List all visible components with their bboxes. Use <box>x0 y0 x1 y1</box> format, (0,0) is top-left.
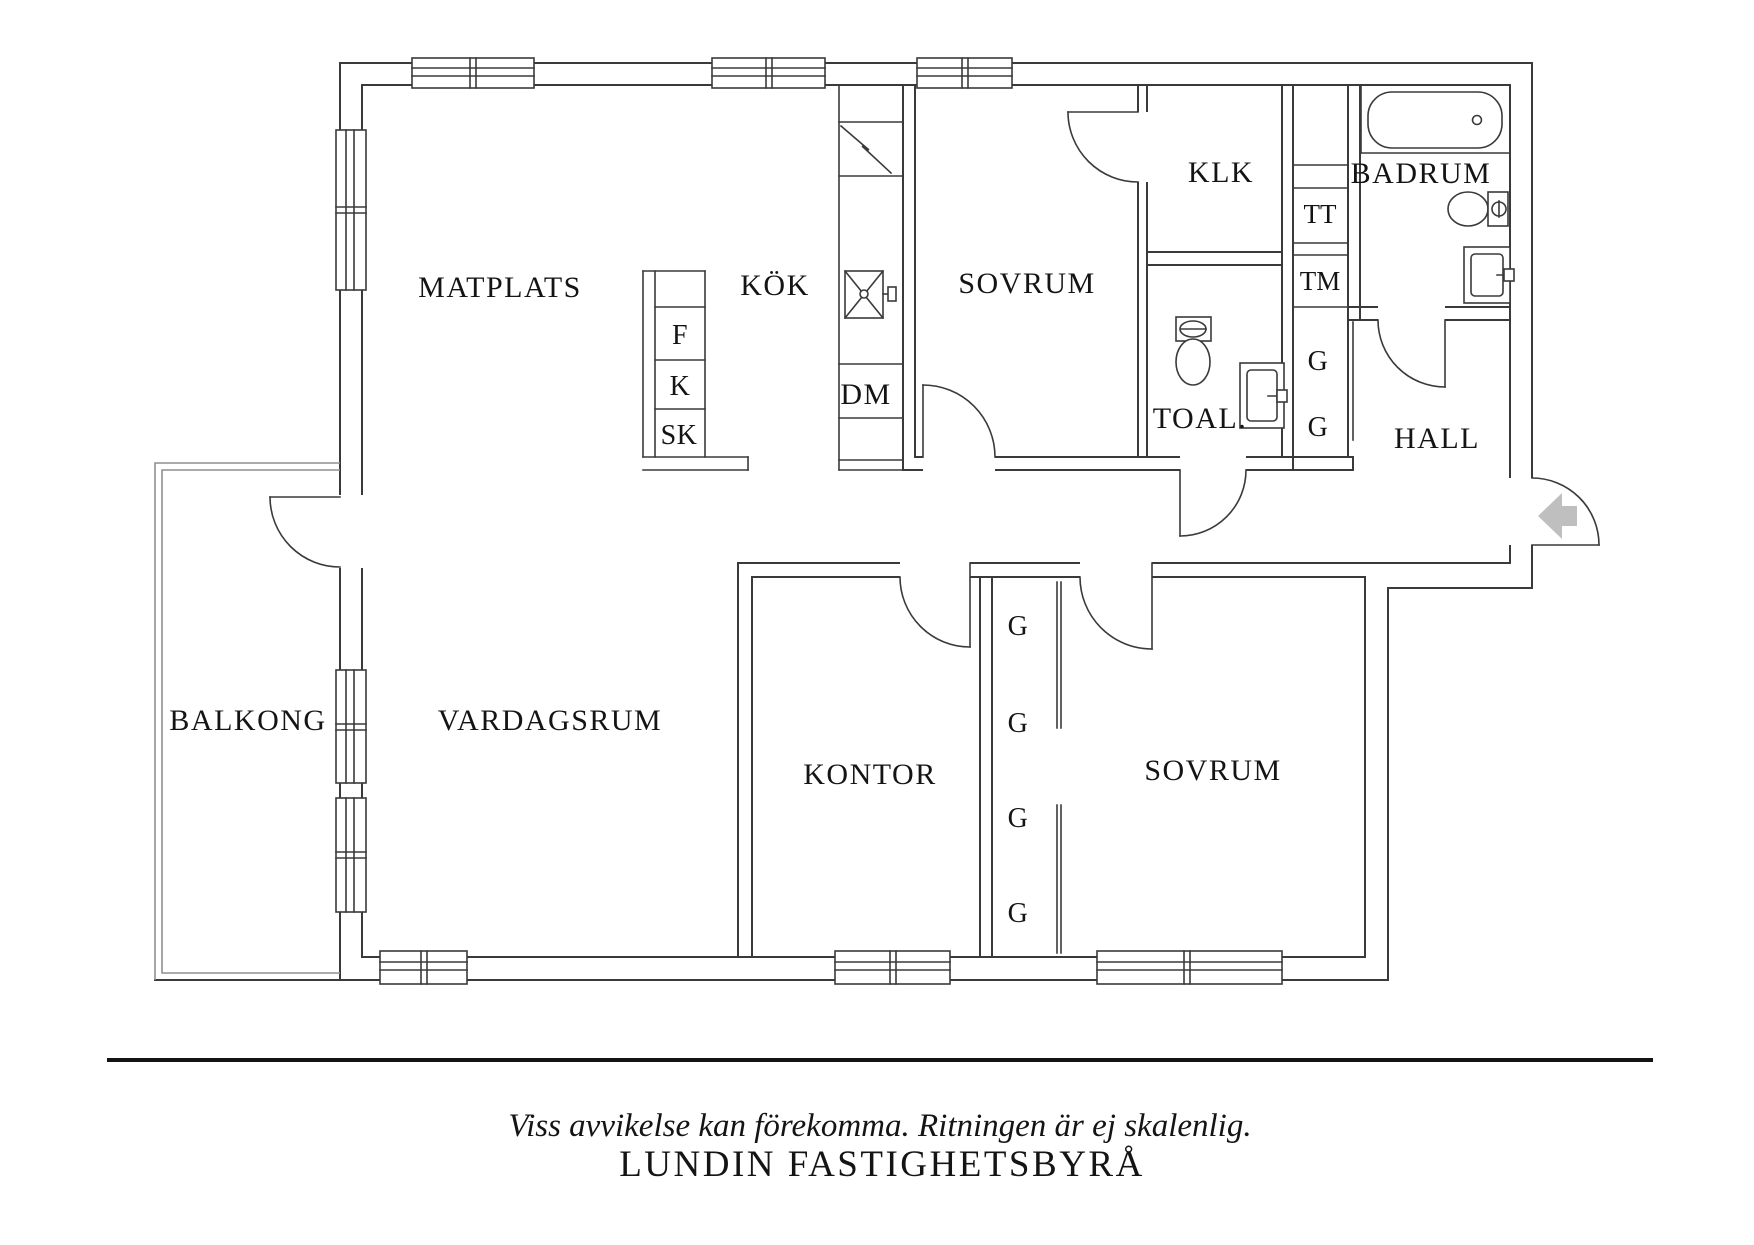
label-balkong: BALKONG <box>169 704 326 737</box>
toilet-icon <box>1175 316 1212 386</box>
label-kontor: KONTOR <box>803 758 936 791</box>
toal-door <box>1179 469 1247 537</box>
window-top-2 <box>711 57 826 89</box>
label-wardrobe: G <box>1308 346 1329 377</box>
badrum-door <box>1377 319 1446 388</box>
kontor-door <box>899 562 971 648</box>
label-wardrobe: G <box>1008 898 1029 929</box>
entry-arrow-icon <box>1538 493 1577 539</box>
window-left-3 <box>335 797 367 913</box>
label-freezer: K <box>670 371 691 402</box>
window-bottom-3 <box>1096 950 1283 985</box>
sink-icon <box>1463 246 1515 304</box>
bathtub-icon <box>1367 91 1503 149</box>
label-tt: TT <box>1304 199 1337 229</box>
label-wardrobe: G <box>1008 611 1029 642</box>
label-kok: KÖK <box>740 269 810 302</box>
window-bottom-1 <box>379 950 468 985</box>
kitchen-zigzag-icon <box>839 124 893 175</box>
entry-door <box>1531 477 1600 546</box>
balcony-door <box>269 496 341 568</box>
label-hall: HALL <box>1394 422 1480 455</box>
label-badrum: BADRUM <box>1351 157 1492 190</box>
label-cabinet: SK <box>661 420 698 451</box>
label-matplats: MATPLATS <box>418 271 582 304</box>
window-top-3 <box>916 57 1013 89</box>
window-bottom-2 <box>834 950 951 985</box>
window-left-1 <box>335 129 367 291</box>
klk-door <box>1067 111 1139 183</box>
label-tm: TM <box>1300 266 1341 296</box>
window-left-2 <box>335 669 367 784</box>
sovrum-top-door <box>922 384 996 458</box>
label-fridge: F <box>672 320 688 351</box>
window-top-1 <box>411 57 535 89</box>
label-wardrobe: G <box>1008 708 1029 739</box>
label-wardrobe: G <box>1308 412 1329 443</box>
label-sovrum-top: SOVRUM <box>958 267 1095 300</box>
door-openings <box>336 112 1534 579</box>
windows <box>335 57 1283 985</box>
sovrum-bottom-door <box>1079 562 1153 650</box>
footer: Viss avvikelse kan förekomma. Ritningen … <box>107 1058 1653 1185</box>
label-toal: TOAL. <box>1153 402 1247 435</box>
stove-icon <box>843 269 897 320</box>
balcony-outline <box>154 462 340 980</box>
toilet-icon <box>1447 191 1509 227</box>
fixtures <box>839 91 1515 429</box>
room-labels: MATPLATS KÖK SOVRUM KLK BADRUM TT TM TOA… <box>169 156 1492 929</box>
sink-icon <box>1239 362 1288 429</box>
footer-disclaimer: Viss avvikelse kan förekomma. Ritningen … <box>508 1108 1251 1144</box>
label-klk: KLK <box>1188 156 1254 189</box>
label-dishwasher: DM <box>840 378 891 411</box>
label-wardrobe: G <box>1008 803 1029 834</box>
doors <box>269 111 1600 650</box>
footer-agency: LUNDIN FASTIGHETSBYRÅ <box>619 1144 1145 1185</box>
walls <box>154 62 1533 981</box>
label-vardagsrum: VARDAGSRUM <box>438 704 663 737</box>
label-sovrum-bottom: SOVRUM <box>1144 754 1281 787</box>
